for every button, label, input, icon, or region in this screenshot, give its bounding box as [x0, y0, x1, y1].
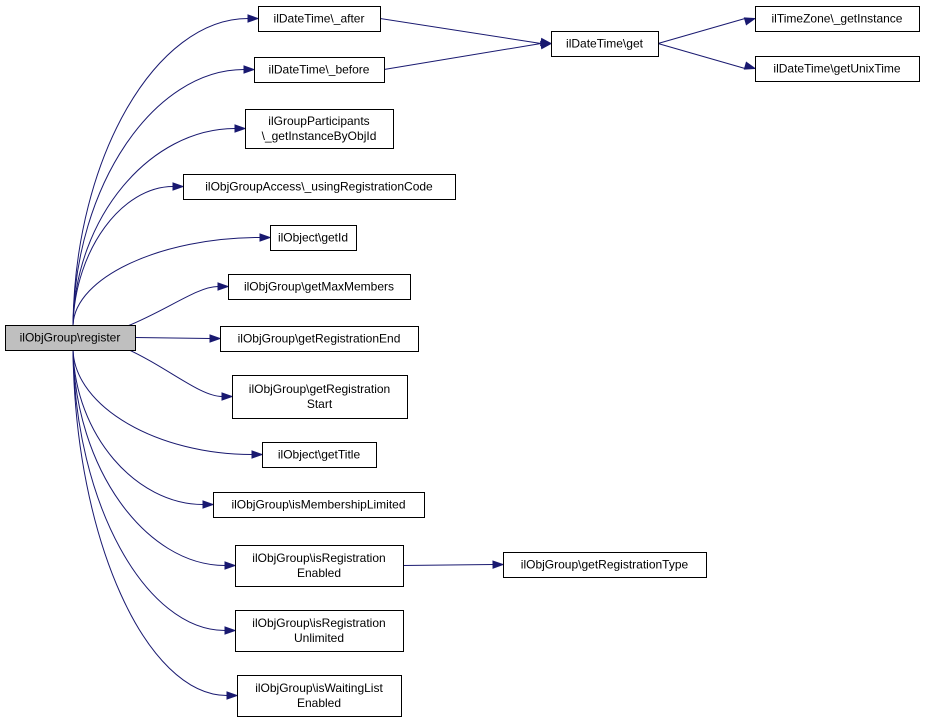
node-label: Unlimited: [294, 631, 344, 645]
arrowhead: [539, 41, 553, 50]
edge-after-to-get: [379, 18, 542, 44]
arrowhead: [172, 182, 185, 191]
node-label: ilObjGroup\getRegistrationEnd: [238, 332, 401, 346]
node-after[interactable]: ilDateTime\_after: [258, 6, 381, 32]
node-register[interactable]: ilObjGroup\register: [5, 325, 136, 351]
node-label: \_getInstanceByObjId: [262, 129, 377, 143]
node-label: ilGroupParticipants: [268, 114, 369, 128]
edges-layer: [72, 14, 757, 700]
node-title[interactable]: ilObject\getTitle: [262, 442, 377, 468]
edge-register-to-regend: [134, 337, 211, 339]
node-label: ilObjGroup\getMaxMembers: [244, 280, 394, 294]
arrowhead: [743, 17, 757, 26]
arrowhead: [217, 282, 230, 291]
arrowhead: [492, 560, 505, 569]
node-box: [254, 57, 385, 83]
node-box: [237, 675, 402, 717]
node-box: [235, 545, 404, 587]
node-regend[interactable]: ilObjGroup\getRegistrationEnd: [220, 326, 419, 352]
edge-register-to-gp: [72, 128, 236, 326]
arrowhead: [209, 334, 222, 343]
node-label: Start: [307, 397, 333, 411]
node-box: [245, 109, 394, 149]
edge-get-to-unix: [657, 43, 746, 69]
edge-get-to-tz: [657, 18, 746, 44]
node-box: [235, 610, 404, 652]
arrowhead: [221, 392, 234, 401]
node-box: [228, 274, 411, 300]
node-unix[interactable]: ilDateTime\getUnixTime: [755, 56, 920, 82]
edge-register-to-getid: [72, 237, 261, 326]
edge-register-to-regenabled: [72, 349, 226, 566]
node-label: ilObjGroupAccess\_usingRegistrationCode: [205, 180, 433, 194]
node-label: ilObject\getId: [278, 231, 348, 245]
node-box: [232, 375, 408, 419]
node-label: ilObjGroup\isWaitingList: [255, 681, 383, 695]
node-maxm[interactable]: ilObjGroup\getMaxMembers: [228, 274, 411, 300]
edge-register-to-after: [72, 18, 249, 326]
node-box: [503, 552, 707, 578]
node-box: [213, 492, 425, 518]
nodes-layer: ilObjGroup\register ilDateTime\_after ilDa…: [5, 6, 920, 717]
arrowhead: [224, 626, 237, 635]
edge-register-to-waiting: [72, 349, 228, 696]
node-box: [220, 326, 419, 352]
node-box: [755, 56, 920, 82]
arrowhead: [226, 691, 239, 700]
arrowhead: [202, 500, 215, 509]
edge-register-to-memlim: [72, 349, 204, 505]
node-label: ilObjGroup\isRegistration: [252, 551, 385, 565]
arrowhead: [743, 61, 757, 70]
node-box: [183, 174, 456, 200]
edge-register-to-maxm: [124, 286, 219, 328]
node-label: ilDateTime\get: [566, 37, 644, 51]
node-label: ilObjGroup\isRegistration: [252, 616, 385, 630]
node-label: ilObjGroup\getRegistrationType: [521, 558, 689, 572]
arrowhead: [234, 124, 247, 133]
node-regcode[interactable]: ilObjGroupAccess\_usingRegistrationCode: [183, 174, 456, 200]
node-label: ilDateTime\_after: [274, 12, 365, 26]
node-box: [755, 6, 920, 32]
node-label: ilDateTime\_before: [269, 63, 370, 77]
edge-register-to-regcode: [72, 186, 174, 326]
node-gp[interactable]: ilGroupParticipants\_getInstanceByObjId: [245, 109, 394, 149]
arrowhead: [243, 65, 256, 74]
node-label: ilDateTime\getUnixTime: [773, 62, 900, 76]
node-label: ilObjGroup\isMembershipLimited: [231, 498, 405, 512]
node-box: [262, 442, 377, 468]
edge-regenabled-to-regtype: [402, 564, 494, 566]
edge-register-to-regunl: [72, 349, 226, 631]
node-box: [5, 325, 136, 351]
node-regtype[interactable]: ilObjGroup\getRegistrationType: [503, 552, 707, 578]
node-box: [258, 6, 381, 32]
arrowhead: [247, 14, 260, 23]
node-label: Enabled: [297, 696, 341, 710]
edge-before-to-get: [383, 43, 542, 70]
node-getid[interactable]: ilObject\getId: [270, 225, 357, 251]
edge-register-to-title: [72, 349, 253, 455]
edge-register-to-regstart: [124, 347, 223, 397]
arrowhead: [259, 233, 272, 242]
node-before[interactable]: ilDateTime\_before: [254, 57, 385, 83]
arrowhead: [224, 561, 237, 570]
node-label: ilTimeZone\_getInstance: [772, 12, 903, 26]
node-label: ilObject\getTitle: [278, 448, 361, 462]
node-box: [551, 31, 659, 57]
node-label: Enabled: [297, 566, 341, 580]
node-label: ilObjGroup\register: [20, 331, 121, 345]
node-get[interactable]: ilDateTime\get: [551, 31, 659, 57]
node-label: ilObjGroup\getRegistration: [249, 382, 390, 396]
node-memlim[interactable]: ilObjGroup\isMembershipLimited: [213, 492, 425, 518]
node-tz[interactable]: ilTimeZone\_getInstance: [755, 6, 920, 32]
node-box: [270, 225, 357, 251]
edge-register-to-before: [72, 69, 245, 326]
arrowhead: [251, 450, 264, 459]
